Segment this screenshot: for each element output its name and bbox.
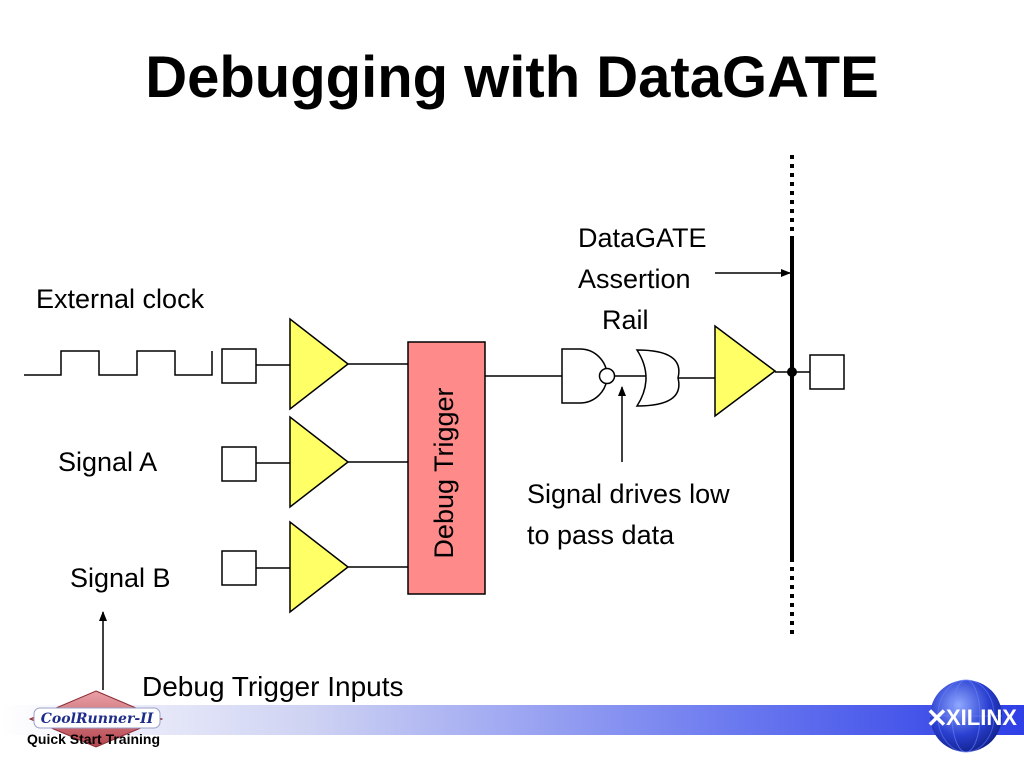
datagate-rail-label: DataGATE Assertion Rail [578, 218, 707, 341]
output-buffer [714, 324, 777, 418]
clock-input-pad [221, 348, 257, 384]
signal-b-buffer [289, 520, 350, 614]
signal-a-label: Signal A [58, 447, 158, 477]
external-clock-label: External clock [36, 284, 205, 314]
clock-buffer [289, 317, 350, 411]
quick-start-training-text: Quick Start Training [27, 731, 161, 747]
xilinx-logo: ✕ XILINX [926, 679, 1017, 753]
rail-label-line-2: Assertion [578, 264, 691, 294]
signal-b-label: Signal B [70, 563, 171, 593]
coolrunner-brand-text: CoolRunner-II [41, 711, 154, 727]
signal-note-line-1: Signal drives low [527, 479, 730, 509]
debug-trigger-inputs-label: Debug Trigger Inputs [142, 671, 404, 702]
coolrunner-logo: CoolRunner-II [28, 690, 164, 748]
rail-label-line-3: Rail [602, 305, 649, 335]
signal-drives-low-label: Signal drives low to pass data [527, 474, 730, 556]
output-pad [809, 354, 845, 390]
signal-a-buffer [289, 415, 350, 509]
footer-bar [0, 705, 1024, 735]
signal-a-input-pad [221, 446, 257, 482]
nand-gate [561, 348, 616, 404]
debug-trigger-block [407, 341, 486, 595]
or-gate [635, 349, 680, 407]
clock-waveform [24, 350, 213, 376]
debug-trigger-label: Debug Trigger [429, 387, 459, 558]
slide-title: Debugging with DataGATE [145, 45, 879, 110]
xilinx-x-mark: ✕ [926, 703, 948, 733]
rail-label-line-1: DataGATE [578, 223, 707, 253]
signal-b-input-pad [221, 550, 257, 586]
xilinx-company-text: XILINX [946, 705, 1017, 730]
signal-note-line-2: to pass data [527, 520, 675, 550]
